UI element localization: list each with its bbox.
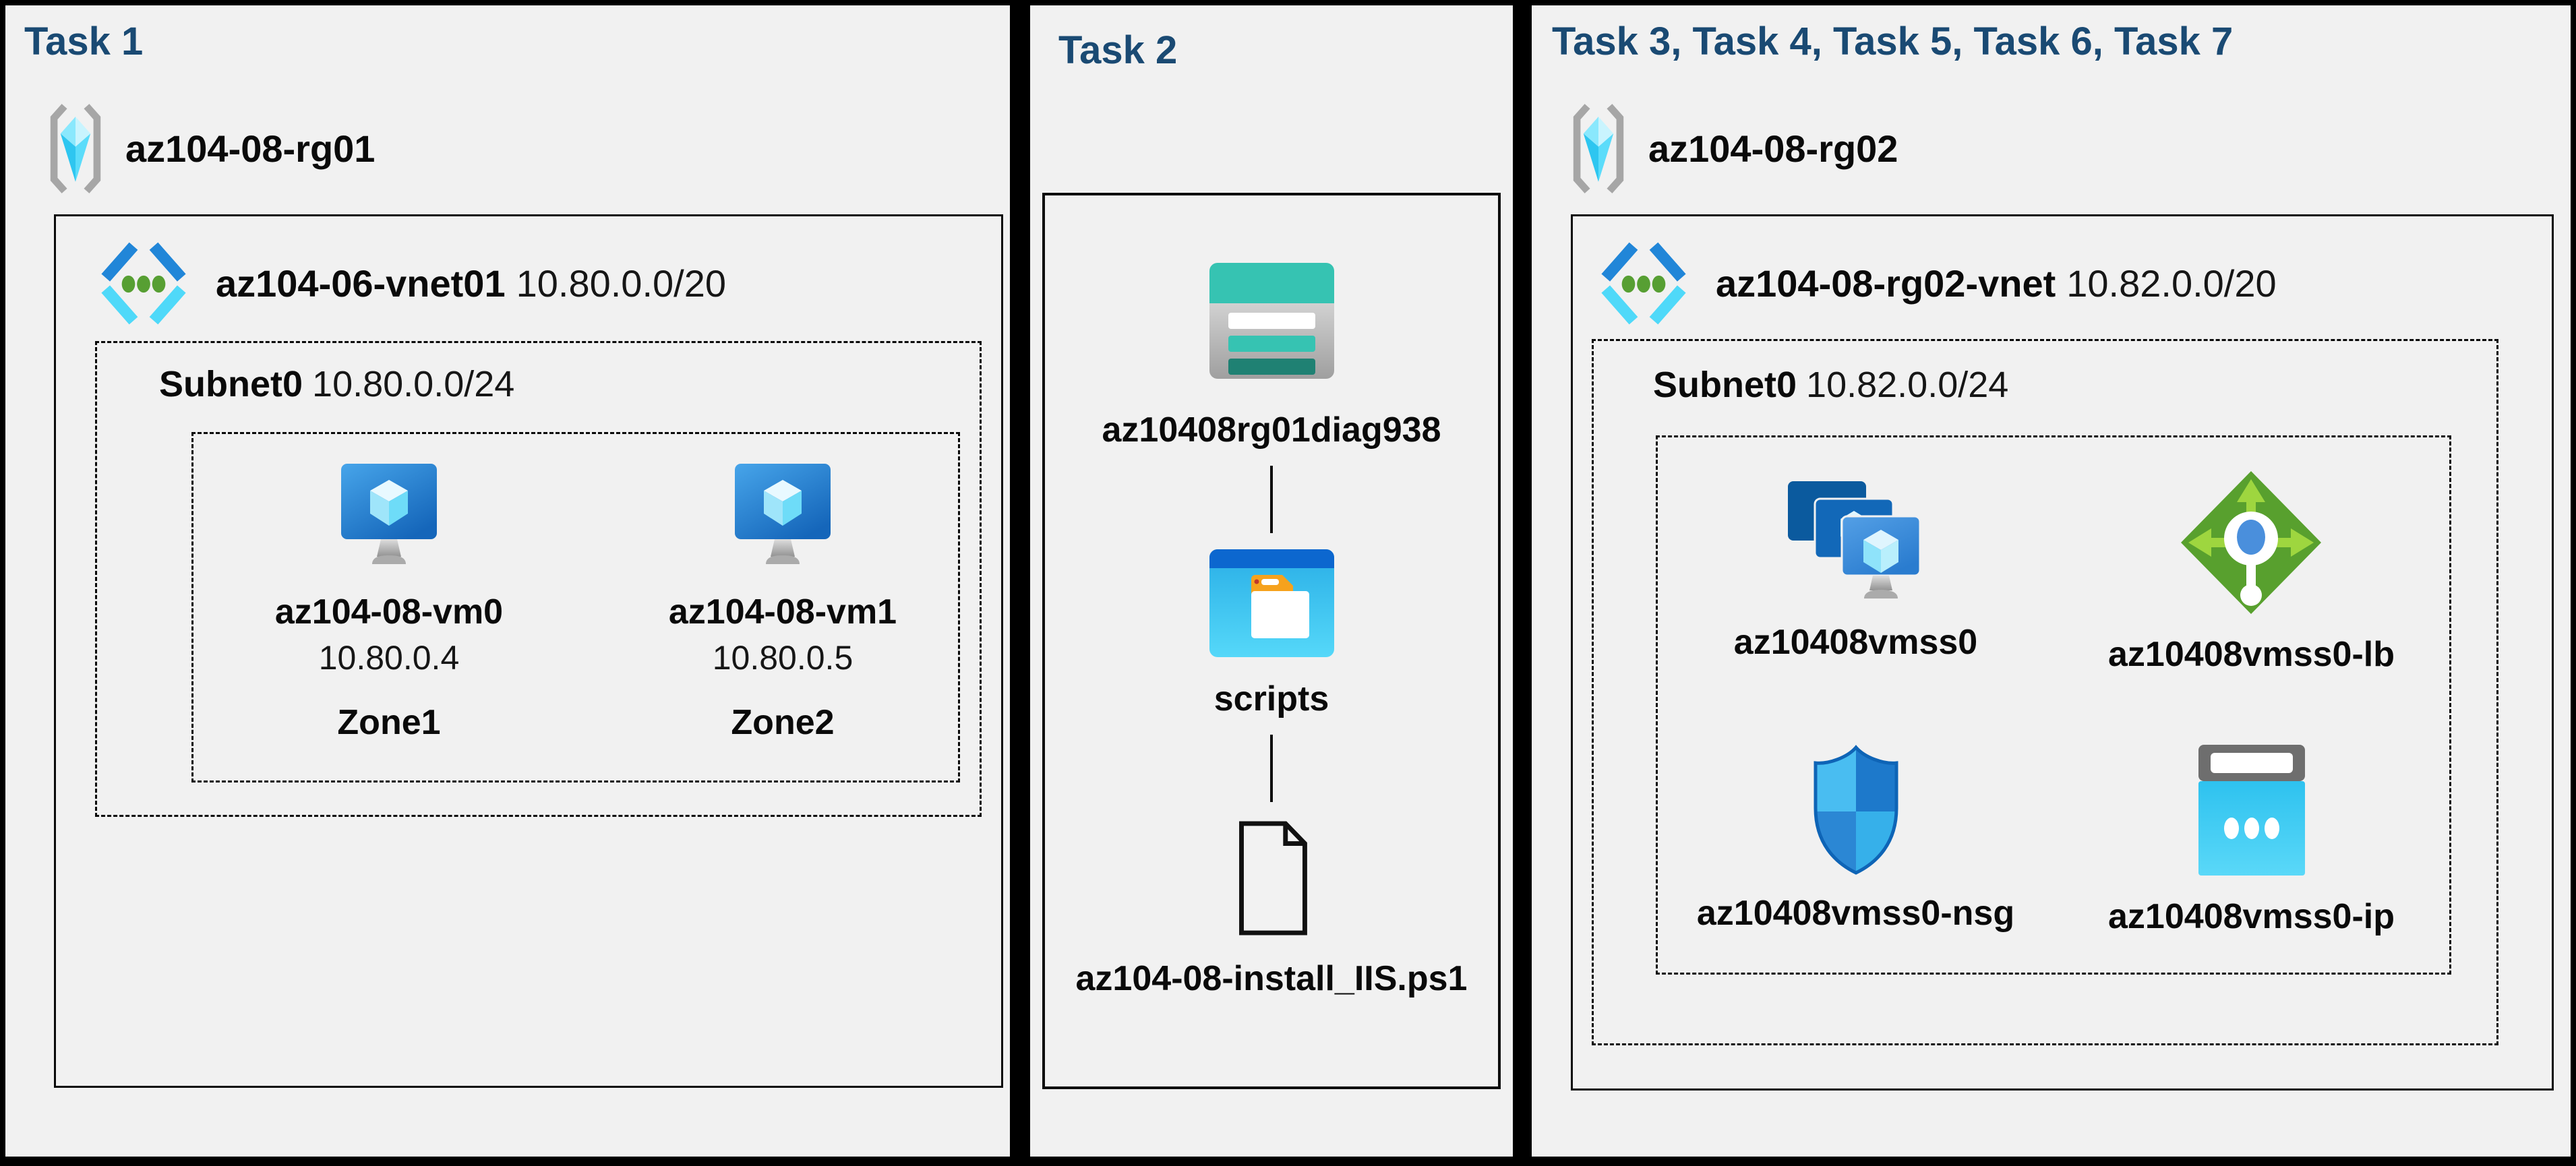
task3-vnet-name: az104-08-rg02-vnet (1716, 262, 2056, 305)
task1-vm0: az104-08-vm0 10.80.0.4 Zone1 (227, 461, 551, 780)
task2-folder-name: scripts (1214, 679, 1329, 719)
task1-vm1-name: az104-08-vm1 (668, 592, 897, 632)
task3-subnet-cidr: 10.82.0.0/24 (1806, 365, 2009, 405)
panel-task3: Task 3, Task 4, Task 5, Task 6, Task 7 a… (1532, 5, 2571, 1157)
virtual-machine-icon (732, 461, 833, 569)
connector-line (1270, 735, 1273, 803)
resource-group-icon (46, 100, 105, 197)
task2-title: Task 2 (1058, 28, 1178, 72)
task3-load-balancer: az10408vmss0-lb (2054, 437, 2449, 705)
task3-resource-group: az104-08-rg02 (1569, 100, 1898, 197)
folder-icon (1209, 549, 1334, 657)
vm-scale-set-icon (1787, 480, 1925, 605)
storage-account-icon (1209, 263, 1334, 379)
task1-vm0-name: az104-08-vm0 (274, 592, 504, 632)
virtual-machine-icon (338, 461, 440, 569)
task3-ip-name: az10408vmss0-ip (2108, 897, 2395, 937)
public-ip-icon (2194, 741, 2309, 879)
virtual-network-icon (1593, 240, 1694, 328)
connector-line (1270, 466, 1273, 534)
task1-zone-box: az104-08-vm0 10.80.0.4 Zone1 az104-08-vm… (191, 432, 960, 783)
task3-nsg-name: az10408vmss0-nsg (1696, 894, 2015, 933)
load-balancer-icon (2179, 468, 2324, 617)
task1-vm1-zone: Zone2 (731, 703, 835, 743)
task3-nsg: az10408vmss0-nsg (1658, 705, 2054, 973)
task3-vmss: az10408vmss0 (1658, 437, 2054, 705)
task3-rg-name: az104-08-rg02 (1648, 127, 1898, 170)
task2-content-box: az10408rg01diag938 scripts az104-08-inst… (1042, 193, 1501, 1089)
task1-subnet-cidr: 10.80.0.0/24 (312, 364, 515, 404)
task3-vmss-name: az10408vmss0 (1733, 623, 1978, 663)
task1-vm0-ip: 10.80.0.4 (318, 639, 460, 677)
task3-resources-box: az10408vmss0 az10408vmss0-lb az10408vmss… (1656, 435, 2451, 975)
task2-file-name: az104-08-install_IIS.ps1 (1075, 959, 1468, 999)
task1-title: Task 1 (24, 20, 144, 63)
task3-vnet-cidr: 10.82.0.0/20 (2066, 262, 2277, 305)
task1-vnet-name: az104-06-vnet01 (216, 262, 506, 305)
task3-title: Task 3, Task 4, Task 5, Task 6, Task 7 (1552, 20, 2234, 63)
task1-vm1: az104-08-vm1 10.80.0.5 Zone2 (621, 461, 945, 780)
task2-storage-name: az10408rg01diag938 (1102, 410, 1441, 450)
task1-vm-row: az104-08-vm0 10.80.0.4 Zone1 az104-08-vm… (193, 434, 958, 780)
virtual-network-icon (93, 240, 194, 328)
task3-public-ip: az10408vmss0-ip (2054, 705, 2449, 973)
task1-subnet-name: Subnet0 (159, 364, 303, 404)
task1-rg-name: az104-08-rg01 (125, 127, 376, 170)
task1-resource-group: az104-08-rg01 (46, 100, 375, 197)
panel-task2: Task 2 az10408rg01diag938 scripts az104-… (1030, 5, 1513, 1157)
task1-vm1-ip: 10.80.0.5 (712, 639, 853, 677)
network-security-group-icon (1805, 744, 1907, 876)
task3-subnet-name: Subnet0 (1653, 365, 1797, 405)
task3-lb-name: az10408vmss0-lb (2108, 634, 2395, 674)
task1-vm0-zone: Zone1 (337, 703, 441, 743)
task1-vnet-cidr: 10.80.0.0/20 (516, 262, 726, 305)
powershell-file-icon (1226, 818, 1317, 938)
resource-group-icon (1569, 100, 1628, 197)
